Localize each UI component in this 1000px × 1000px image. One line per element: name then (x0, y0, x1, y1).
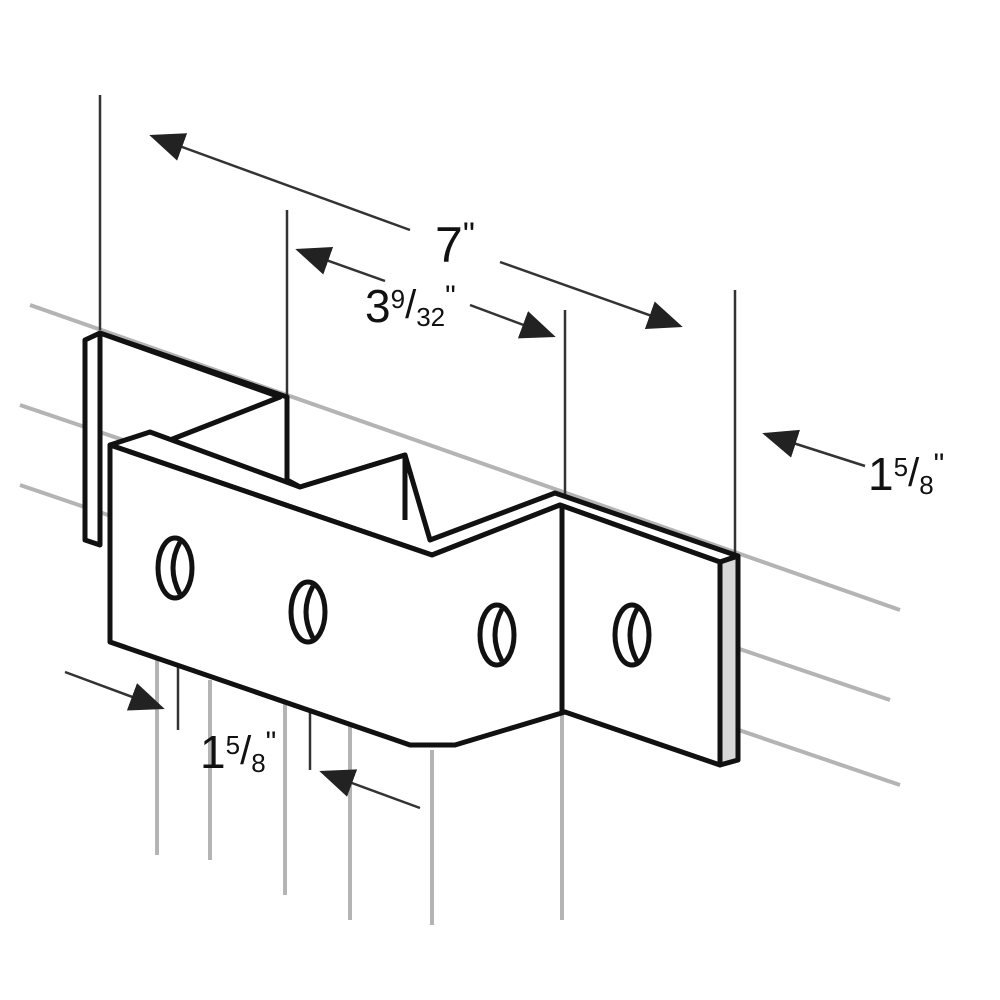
mounting-holes (155, 535, 652, 668)
dimension-label-channel-width: 15/8" (868, 448, 944, 500)
dimension-label-overall-length: 7" (435, 216, 475, 273)
dimension-label-offset-length: 39/32" (365, 280, 456, 332)
bracket (82, 330, 741, 768)
dimension-arrows (64, 133, 866, 810)
dimension-label-hole-spacing: 15/8" (200, 726, 276, 778)
